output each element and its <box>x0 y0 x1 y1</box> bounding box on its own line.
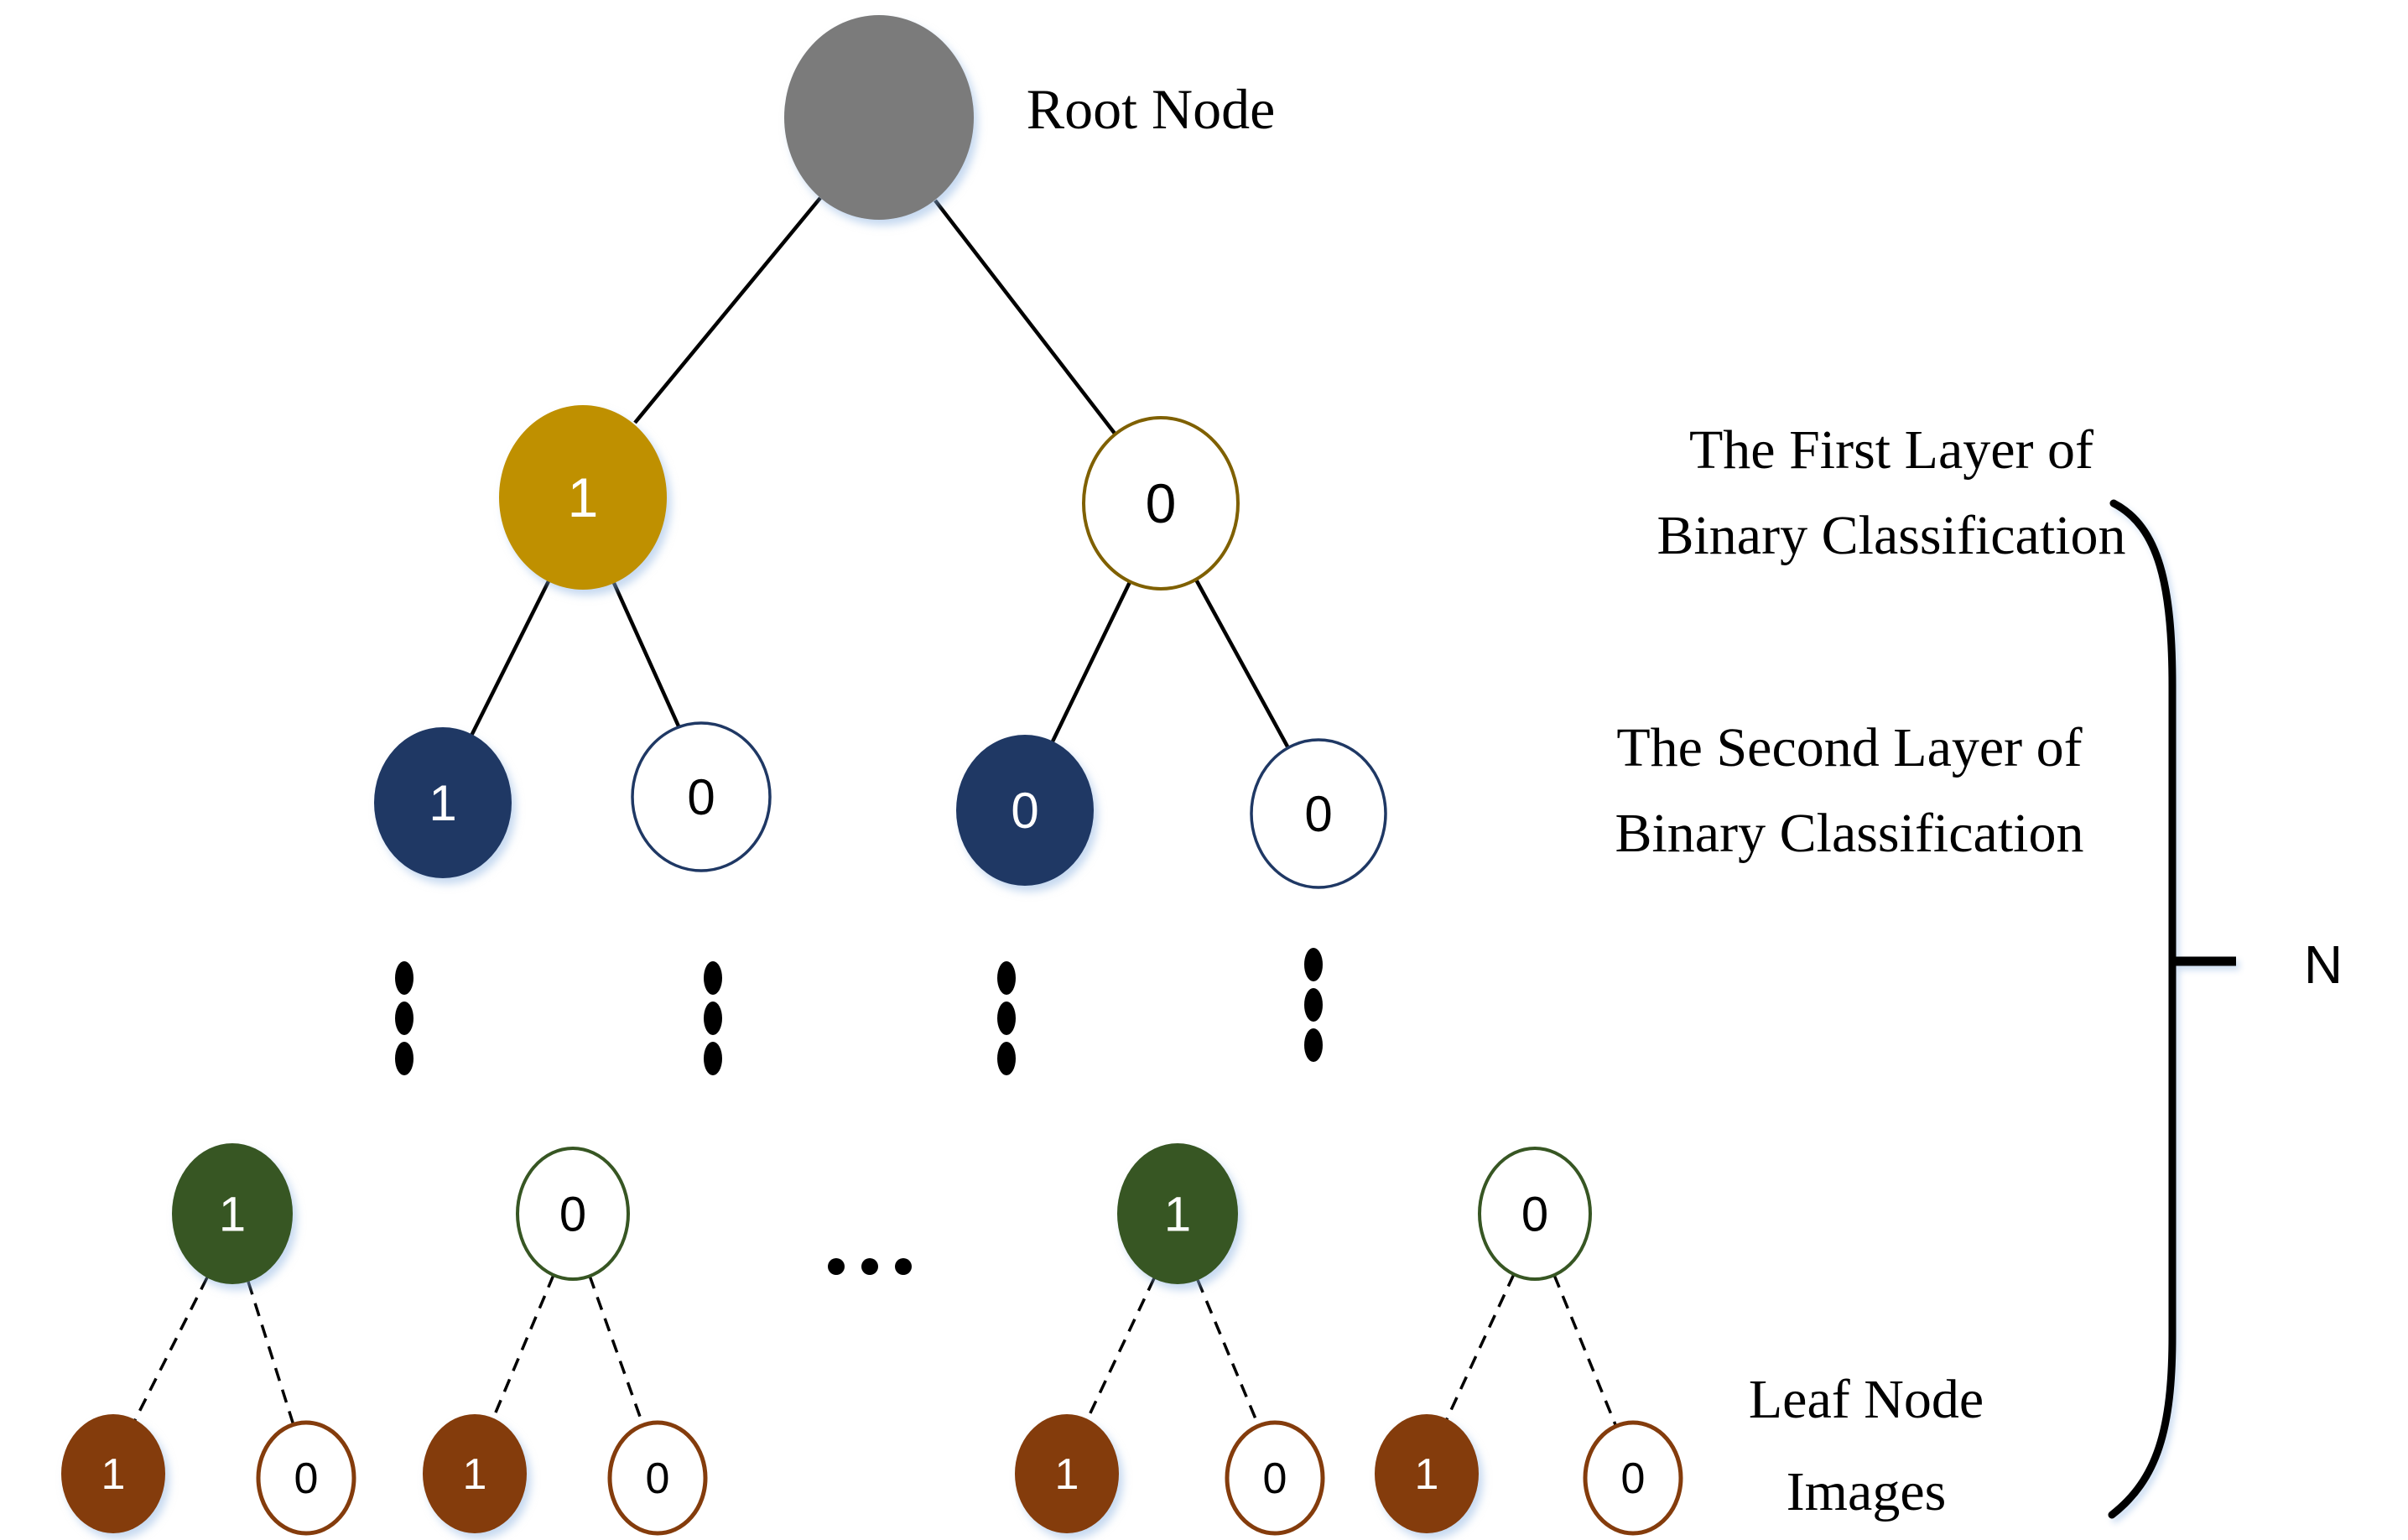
layer2-label-line1: The Second Layer of <box>1616 717 2082 778</box>
tree-node-leaf-0b: 0 <box>607 1420 708 1536</box>
tree-edge-solid <box>469 580 551 737</box>
vertical-ellipsis-dot <box>704 961 722 995</box>
layers-brace <box>2108 499 2236 1519</box>
tree-node-lp-0b: 0 <box>1478 1147 1592 1281</box>
tree-edge-solid <box>1050 581 1132 742</box>
tree-node-l1-1: 1 <box>499 405 667 590</box>
node-ellipse-filled <box>374 727 512 878</box>
node-value-label: 0 <box>1621 1454 1646 1503</box>
node-value-label: 0 <box>687 769 715 825</box>
node-value-label: 1 <box>1164 1187 1191 1241</box>
vertical-ellipsis-dot <box>997 1002 1016 1035</box>
tree-edge-solid <box>611 582 682 729</box>
tree-node-l2-1: 1 <box>374 727 512 878</box>
node-value-label: 0 <box>294 1454 319 1503</box>
tree-node-leaf-1c: 1 <box>1015 1414 1119 1533</box>
layer1-label-line2: Binary Classification <box>1656 505 2125 566</box>
tree-edge-solid <box>1194 578 1289 748</box>
tree-node-l2-0b: 0 <box>956 735 1094 886</box>
tree-node-leaf-1a: 1 <box>61 1414 165 1533</box>
node-value-label: 1 <box>1055 1450 1079 1499</box>
tree-node-leaf-0d: 0 <box>1583 1420 1683 1536</box>
node-value-label: 0 <box>646 1454 670 1503</box>
node-ellipse-filled <box>1015 1414 1119 1533</box>
tree-edge-dashed <box>1445 1273 1516 1420</box>
tree-node-l2-0c: 0 <box>1250 738 1387 889</box>
tree-node-lp-1b: 1 <box>1117 1143 1238 1284</box>
tree-edge-dashed <box>1085 1277 1156 1421</box>
node-ellipse-outline <box>256 1420 356 1536</box>
vertical-ellipsis-dot <box>997 961 1016 995</box>
node-value-label: 1 <box>568 466 599 528</box>
node-ellipse-outline <box>516 1147 630 1281</box>
tree-edge-solid <box>934 199 1117 436</box>
node-value-label: 0 <box>1263 1454 1287 1503</box>
node-value-label: 0 <box>1011 783 1038 839</box>
node-ellipse-outline <box>1250 738 1387 889</box>
node-ellipse-filled <box>499 405 667 590</box>
node-ellipse-outline <box>607 1420 708 1536</box>
node-value-label: 0 <box>1521 1187 1548 1241</box>
n-count-label: N <box>2304 934 2343 995</box>
layer2-label-line2: Binary Classification <box>1615 803 2083 864</box>
vertical-ellipsis-dot <box>1304 988 1323 1022</box>
vertical-ellipsis-dot <box>997 1042 1016 1075</box>
tree-node-leaf-0c: 0 <box>1225 1420 1325 1536</box>
tree-edge-solid <box>633 196 822 424</box>
vertical-ellipsis-dot <box>395 961 413 995</box>
vertical-ellipsis-dot <box>1304 1028 1323 1062</box>
leaf-label-line1: Leaf Node <box>1749 1369 1984 1430</box>
layer1-label-line1: The First Layer of <box>1689 419 2093 481</box>
node-ellipse-filled <box>1375 1414 1479 1533</box>
horizontal-ellipsis-dot <box>861 1258 878 1275</box>
tree-edge-dashed <box>133 1277 209 1421</box>
tree-edge-dashed <box>1196 1279 1261 1428</box>
node-value-label: 1 <box>463 1450 487 1499</box>
tree-node-lp-0a: 0 <box>516 1147 630 1281</box>
node-ellipse-outline <box>1225 1420 1325 1536</box>
tree-node-lp-1a: 1 <box>172 1143 293 1284</box>
node-ellipse-filled <box>1117 1143 1238 1284</box>
tree-node-leaf-1d: 1 <box>1375 1414 1479 1533</box>
horizontal-ellipsis-dot <box>895 1258 912 1275</box>
node-ellipse-filled <box>61 1414 165 1533</box>
tree-edge-dashed <box>1552 1274 1618 1428</box>
node-value-label: 0 <box>559 1187 586 1241</box>
node-ellipse-outline <box>631 721 772 872</box>
tree-node-l2-0a: 0 <box>631 721 772 872</box>
node-value-label: 0 <box>1146 472 1177 534</box>
tree-node-leaf-1b: 1 <box>423 1414 527 1533</box>
node-value-label: 1 <box>1415 1450 1439 1499</box>
tree-node-leaf-0a: 0 <box>256 1420 356 1536</box>
vertical-ellipsis-dot <box>1304 948 1323 981</box>
tree-node-l1-0: 0 <box>1082 416 1240 591</box>
node-value-label: 1 <box>101 1450 126 1499</box>
node-ellipse-outline <box>1478 1147 1592 1281</box>
vertical-ellipsis-dot <box>395 1042 413 1075</box>
tree-edge-dashed <box>588 1275 645 1427</box>
tree-edge-dashed <box>247 1281 295 1426</box>
node-ellipse-outline <box>1082 416 1240 591</box>
vertical-ellipsis-dot <box>395 1002 413 1035</box>
root-node-label: Root Node <box>1027 77 1276 141</box>
vertical-ellipsis-dot <box>704 1002 722 1035</box>
node-value-label: 1 <box>219 1187 246 1241</box>
vertical-ellipsis-dot <box>704 1042 722 1075</box>
node-ellipse-filled <box>784 15 974 220</box>
node-ellipse-filled <box>172 1143 293 1284</box>
node-ellipse-outline <box>1583 1420 1683 1536</box>
tree-node-root <box>784 15 974 220</box>
node-value-label: 1 <box>429 775 456 831</box>
horizontal-ellipsis-dot <box>828 1258 845 1275</box>
leaf-label-line2: Images <box>1786 1461 1947 1522</box>
node-ellipse-filled <box>423 1414 527 1533</box>
node-ellipse-filled <box>956 735 1094 886</box>
tree-edge-dashed <box>491 1274 555 1419</box>
brace-curve <box>2108 499 2177 1519</box>
node-value-label: 0 <box>1304 786 1332 842</box>
